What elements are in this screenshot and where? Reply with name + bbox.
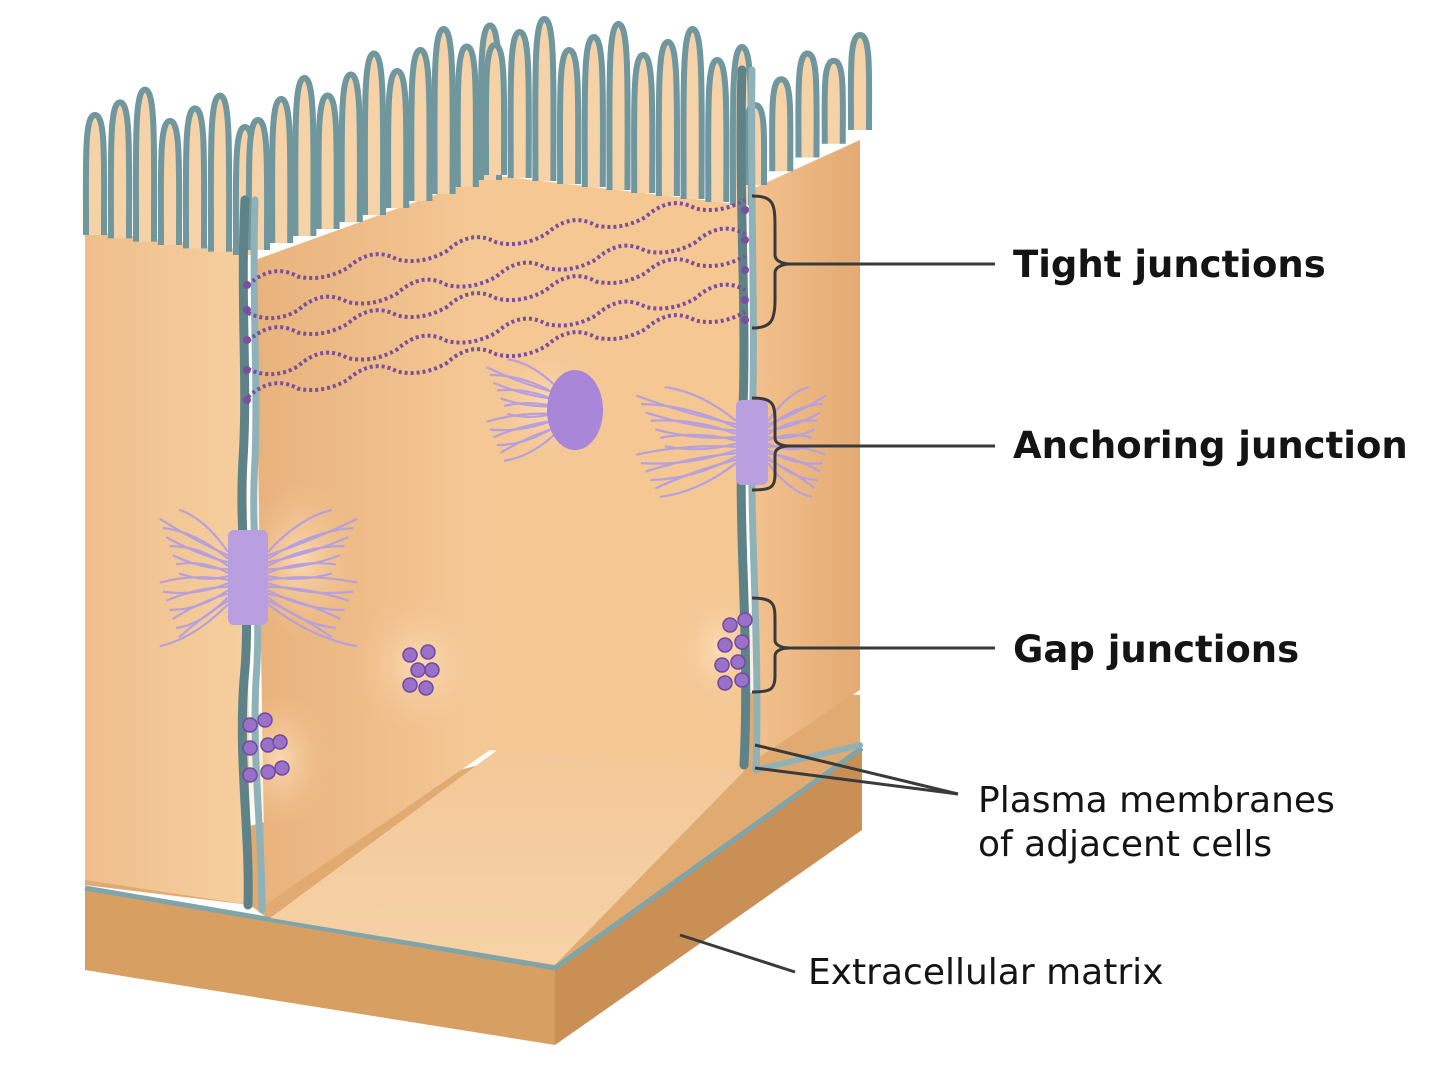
tight-junction-strand	[247, 226, 746, 321]
microvillus	[507, 28, 532, 179]
microvillus	[431, 25, 456, 195]
microvillus	[556, 46, 582, 185]
anchoring-fibre	[767, 433, 813, 442]
anchoring-fibre	[267, 585, 350, 602]
tight-junction-membrane-dots	[243, 206, 749, 404]
anchoring-junction-plaques	[228, 370, 768, 625]
anchoring-fibre	[659, 433, 737, 442]
anchoring-fibre	[169, 545, 229, 567]
anchoring-fibre	[159, 603, 229, 648]
microvilli	[82, 15, 873, 256]
label-plasma-membranes: Plasma membranes of adjacent cells	[978, 779, 1335, 867]
microvillus	[385, 67, 410, 209]
microvillus	[107, 99, 133, 239]
microvillus	[157, 117, 183, 246]
microvillus	[82, 111, 108, 236]
microvillus	[655, 38, 681, 197]
label-plasma-membranes-line1: Plasma membranes	[978, 780, 1335, 821]
tight-junction-strand	[246, 310, 746, 399]
anchoring-junction-fibres	[159, 358, 827, 648]
anchoring-fibre	[767, 449, 824, 465]
anchoring-fibre	[175, 561, 229, 574]
microvillus	[705, 56, 730, 203]
anchoring-fibre	[650, 419, 737, 435]
cell-floor	[270, 748, 745, 965]
anchoring-fibre	[659, 462, 737, 499]
anchoring-fibre	[664, 385, 737, 422]
anchoring-fibre	[767, 458, 816, 490]
label-anchoring-junction: Anchoring junction	[1013, 424, 1408, 467]
label-plasma-membranes-line2: of adjacent cells	[978, 824, 1273, 865]
microvillus	[207, 92, 233, 252]
anchoring-fibre	[267, 576, 358, 584]
anchoring-fibre	[636, 445, 737, 456]
microvillus	[606, 20, 631, 191]
leader-lines	[679, 194, 995, 974]
microvillus	[338, 71, 363, 223]
left-cell-face	[85, 230, 250, 905]
anchoring-fibre	[767, 402, 824, 429]
tight-junction-strand	[247, 282, 746, 377]
anchoring-fibre	[267, 603, 358, 648]
microvillus	[182, 105, 208, 249]
anchoring-fibre	[162, 526, 229, 560]
microvillus	[132, 86, 158, 242]
microvillus	[847, 31, 873, 131]
microvillus	[408, 46, 433, 202]
anchoring-fibre	[267, 508, 333, 553]
microvillus	[631, 51, 656, 194]
anchoring-fibre	[767, 386, 810, 422]
microvillus	[821, 57, 846, 144]
anchoring-fibre	[165, 585, 229, 602]
label-tight-junctions: Tight junctions	[1013, 243, 1326, 286]
microvillus	[454, 43, 479, 188]
tight-junction-strand	[246, 254, 746, 343]
anchoring-fibre	[267, 572, 333, 580]
anchoring-fibre	[267, 599, 333, 639]
microvillus	[269, 95, 294, 244]
microvillus	[581, 33, 606, 188]
anchoring-fibre	[178, 508, 229, 553]
microvillus	[315, 92, 340, 230]
anchoring-fibre	[664, 442, 737, 451]
gap-junction-particles	[242, 612, 753, 783]
anchoring-fibre	[178, 572, 229, 580]
anchoring-fibre	[767, 452, 821, 473]
anchoring-fibre	[767, 419, 818, 435]
anchoring-fibre	[640, 402, 737, 429]
microvillus	[532, 15, 557, 182]
anchoring-fibre	[267, 561, 337, 574]
microvillus	[769, 76, 794, 172]
anchoring-fibre	[767, 462, 813, 499]
anchoring-fibre	[267, 526, 354, 560]
microvillus	[292, 74, 317, 237]
anchoring-fibre	[267, 592, 341, 620]
microvillus	[361, 50, 387, 216]
anchoring-fibre	[267, 545, 345, 567]
label-gap-junctions: Gap junctions	[1013, 628, 1300, 671]
anchoring-fibre	[767, 428, 816, 439]
anchoring-fibre	[654, 458, 737, 490]
anchoring-fibre	[172, 554, 229, 571]
anchoring-fibre	[172, 592, 229, 620]
microvillus	[482, 41, 508, 176]
anchoring-fibre	[267, 554, 341, 571]
microvillus	[795, 50, 820, 158]
right-cell-face	[750, 140, 860, 760]
anchoring-fibre	[178, 599, 229, 638]
microvillus	[680, 25, 705, 200]
tight-junction-strands	[246, 198, 746, 399]
anchoring-fibre	[645, 452, 737, 473]
label-extracellular-matrix: Extracellular matrix	[808, 952, 1164, 993]
tight-junction-strand	[246, 198, 746, 287]
anchoring-fibre	[159, 576, 229, 584]
